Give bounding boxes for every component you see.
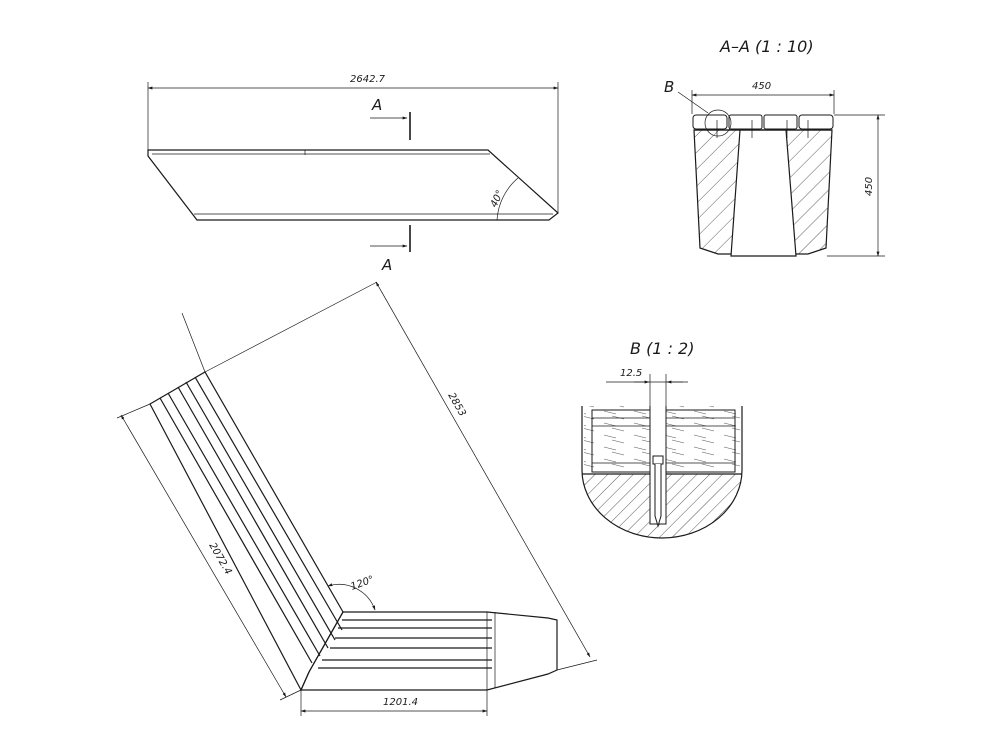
detail-b: B (1 : 2) 12.5 [581,339,743,539]
detail-b-callout-label: B [664,78,674,96]
plan-view-slats [159,376,492,669]
plan-angle-dimension [327,583,376,611]
section-mark-bottom: A [381,256,392,274]
section-aa-height-label: 450 [864,177,875,196]
plan-side-dimension [116,403,302,701]
detail-b-width-label: 12.5 [620,368,642,379]
plan-view-outline [149,371,558,692]
plan-long-dimension-label: 2853 [445,391,467,419]
section-aa: A–A (1 : 10) B 450 [664,37,885,257]
plan-side-dimension-label: 2072.4 [206,541,233,577]
plan-angle-dimension-label: 120° [349,574,375,593]
section-aa-width-dimension [691,90,835,114]
angle-dimension [496,177,519,221]
plan-view: 2853 2072.4 1201.4 120° [116,281,598,716]
plan-bottom-dimension-label: 1201.4 [383,697,418,708]
length-dimension-line [147,82,559,213]
plan-bottom-dimension [300,690,488,716]
top-view: 2642.7 40° A A [147,74,559,274]
section-aa-width-label: 450 [752,81,771,92]
detail-b-title: B (1 : 2) [630,339,694,358]
top-view-length-label: 2642.7 [350,74,386,85]
section-aa-slats [692,114,834,138]
top-view-angle-label: 40° [489,189,506,210]
detail-b-boundary [581,469,743,539]
section-aa-title: A–A (1 : 10) [719,37,814,56]
plan-long-dimension [181,281,598,671]
section-mark-top: A [371,96,382,114]
detail-b-width-dimension [606,374,688,408]
detail-b-content [582,406,742,538]
top-view-outline [147,149,559,221]
section-cut-line [370,112,411,252]
section-aa-body [693,129,833,257]
detail-b-callout [677,91,732,137]
section-aa-height-dimension [827,114,885,257]
